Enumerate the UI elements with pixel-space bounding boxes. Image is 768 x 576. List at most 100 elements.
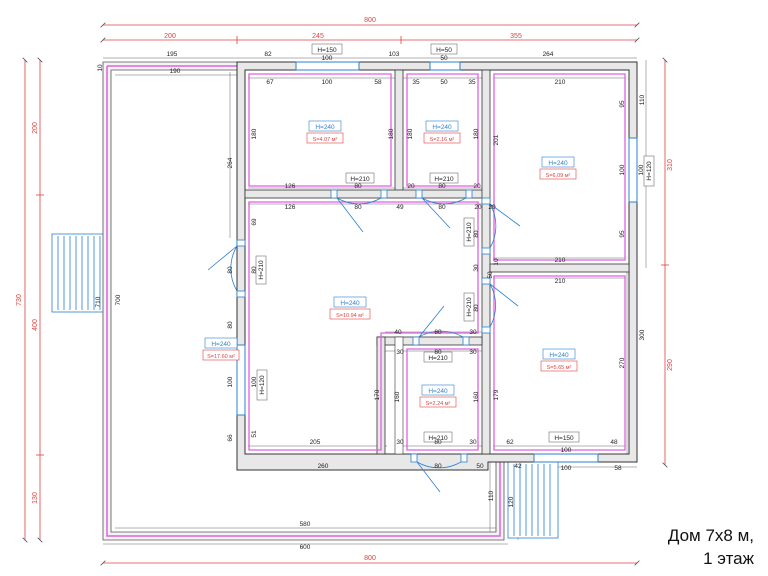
- dim-170: 170: [374, 389, 381, 400]
- dim-50c: 50: [487, 271, 494, 279]
- dim-left-total: 730: [16, 294, 23, 306]
- dim-top-c: 355: [510, 33, 522, 40]
- svg-text:S=4.07 м²: S=4.07 м²: [313, 137, 338, 143]
- dim-10: 10: [97, 64, 104, 72]
- dim-100h: 100: [561, 465, 572, 472]
- svg-text:H=240: H=240: [340, 300, 360, 307]
- tag-door5: H=210: [258, 260, 265, 280]
- dim-40: 40: [394, 329, 402, 336]
- dim-20a: 20: [407, 183, 415, 190]
- tag-door6: H=210: [428, 355, 448, 362]
- dim-180d: 180: [473, 128, 480, 139]
- dim-195: 195: [167, 51, 178, 58]
- dim-95a: 95: [619, 100, 626, 108]
- room-labels: H=240 S=17.60 м² H=240 S=4.07 м² H=240 S…: [202, 120, 578, 408]
- dim-80g: 80: [251, 266, 258, 274]
- dim-67: 67: [266, 79, 274, 86]
- svg-text:H=240: H=240: [315, 124, 335, 131]
- stairs-left: [51, 233, 105, 313]
- dim-35b: 35: [468, 79, 476, 86]
- room-label-top-mid: H=240 S=2.16 м²: [423, 120, 461, 144]
- dim-66: 66: [227, 434, 234, 442]
- dim-190: 190: [170, 68, 181, 75]
- tag-door3: H=210: [466, 222, 473, 242]
- svg-text:H=240: H=240: [548, 160, 568, 167]
- dim-69: 69: [251, 218, 258, 226]
- dim-left-a: 200: [32, 122, 39, 134]
- dim-30c: 30: [396, 349, 404, 356]
- tag-door4: H=210: [466, 297, 473, 317]
- dim-100b: 100: [322, 79, 333, 86]
- svg-text:H=240: H=240: [432, 124, 452, 131]
- dim-30d: 30: [469, 349, 477, 356]
- dim-80m: 80: [434, 463, 442, 470]
- windows: [236, 61, 638, 463]
- dim-210b: 210: [555, 257, 566, 264]
- house-walls: [236, 61, 638, 471]
- svg-text:S=5.65 м²: S=5.65 м²: [547, 365, 572, 371]
- dim-51: 51: [251, 430, 258, 438]
- tag-win-right: H=120: [646, 161, 653, 181]
- room-label-terrace: H=240 S=17.60 м²: [202, 337, 240, 361]
- tag-door2: H=210: [434, 176, 454, 183]
- svg-text:H=240: H=240: [211, 341, 231, 348]
- dim-62: 62: [506, 439, 514, 446]
- dim-80b: 80: [438, 183, 446, 190]
- dim-80l: 80: [434, 439, 442, 446]
- dim-right-a: 310: [667, 159, 674, 171]
- dim-95b: 95: [619, 230, 626, 238]
- doors: [207, 189, 521, 493]
- dim-top-total: 800: [364, 17, 376, 24]
- dim-110b: 110: [488, 490, 495, 501]
- dim-710: 710: [95, 296, 102, 307]
- room-label-hall: H=240 S=10.94 м²: [329, 296, 371, 320]
- dim-160a: 160: [394, 391, 401, 402]
- dim-80a: 80: [354, 183, 362, 190]
- dim-270: 270: [619, 357, 626, 368]
- dim-20d: 20: [488, 204, 496, 211]
- dim-126b: 126: [285, 204, 296, 211]
- tag-door7: H=210: [428, 435, 448, 442]
- dim-700: 700: [115, 294, 122, 305]
- dim-left-c: 130: [32, 492, 39, 504]
- overall-dimension-labels: 800 200 245 355 800 730 200 400 130 310 …: [16, 17, 674, 562]
- dim-50b: 50: [440, 79, 448, 86]
- dim-126a: 126: [285, 183, 296, 190]
- dim-bottom-total: 800: [364, 555, 376, 562]
- tag-win-top1: H=150: [317, 47, 337, 54]
- dim-50d: 50: [476, 463, 484, 470]
- room-label-bottom-right: H=240 S=5.65 м²: [540, 348, 578, 372]
- dim-20b: 20: [473, 183, 481, 190]
- tag-door1: H=210: [350, 176, 370, 183]
- dim-80i: 80: [434, 329, 442, 336]
- dim-180a: 180: [251, 128, 258, 139]
- dim-264a: 264: [543, 51, 554, 58]
- room-label-top-left: H=240 S=4.07 м²: [306, 120, 344, 144]
- dim-49: 49: [396, 204, 404, 211]
- dim-120: 120: [508, 496, 515, 507]
- dim-35a: 35: [412, 79, 420, 86]
- dim-100f: 100: [251, 376, 258, 387]
- svg-text:S=6.09 м²: S=6.09 м²: [546, 173, 571, 179]
- tag-win-bottom: H=150: [554, 435, 574, 442]
- dim-top-a: 200: [164, 33, 176, 40]
- dim-210c: 210: [555, 278, 566, 285]
- opening-height-tags: H=150 H=50 H=150 H=120 H=120 H=210 H=210…: [255, 43, 655, 443]
- dim-210a: 210: [555, 79, 566, 86]
- dim-50a: 50: [440, 55, 448, 62]
- dim-110a: 110: [639, 94, 646, 105]
- svg-text:H=240: H=240: [549, 352, 569, 359]
- dim-10b: 10: [493, 258, 500, 266]
- dim-180c: 180: [407, 128, 414, 139]
- dim-100d: 100: [638, 164, 645, 175]
- dim-left-b: 400: [32, 319, 39, 331]
- dim-179: 179: [493, 389, 500, 400]
- dim-right-b: 290: [667, 359, 674, 371]
- dimension-labels: 195 82 100 103 50 264 10 190 67 100 58 3…: [95, 51, 646, 551]
- tag-win-left: H=120: [259, 375, 266, 395]
- dim-205: 205: [310, 439, 321, 446]
- dim-103: 103: [389, 51, 400, 58]
- dim-201: 201: [493, 134, 500, 145]
- dim-300: 300: [639, 329, 646, 340]
- dim-20c: 20: [474, 204, 482, 211]
